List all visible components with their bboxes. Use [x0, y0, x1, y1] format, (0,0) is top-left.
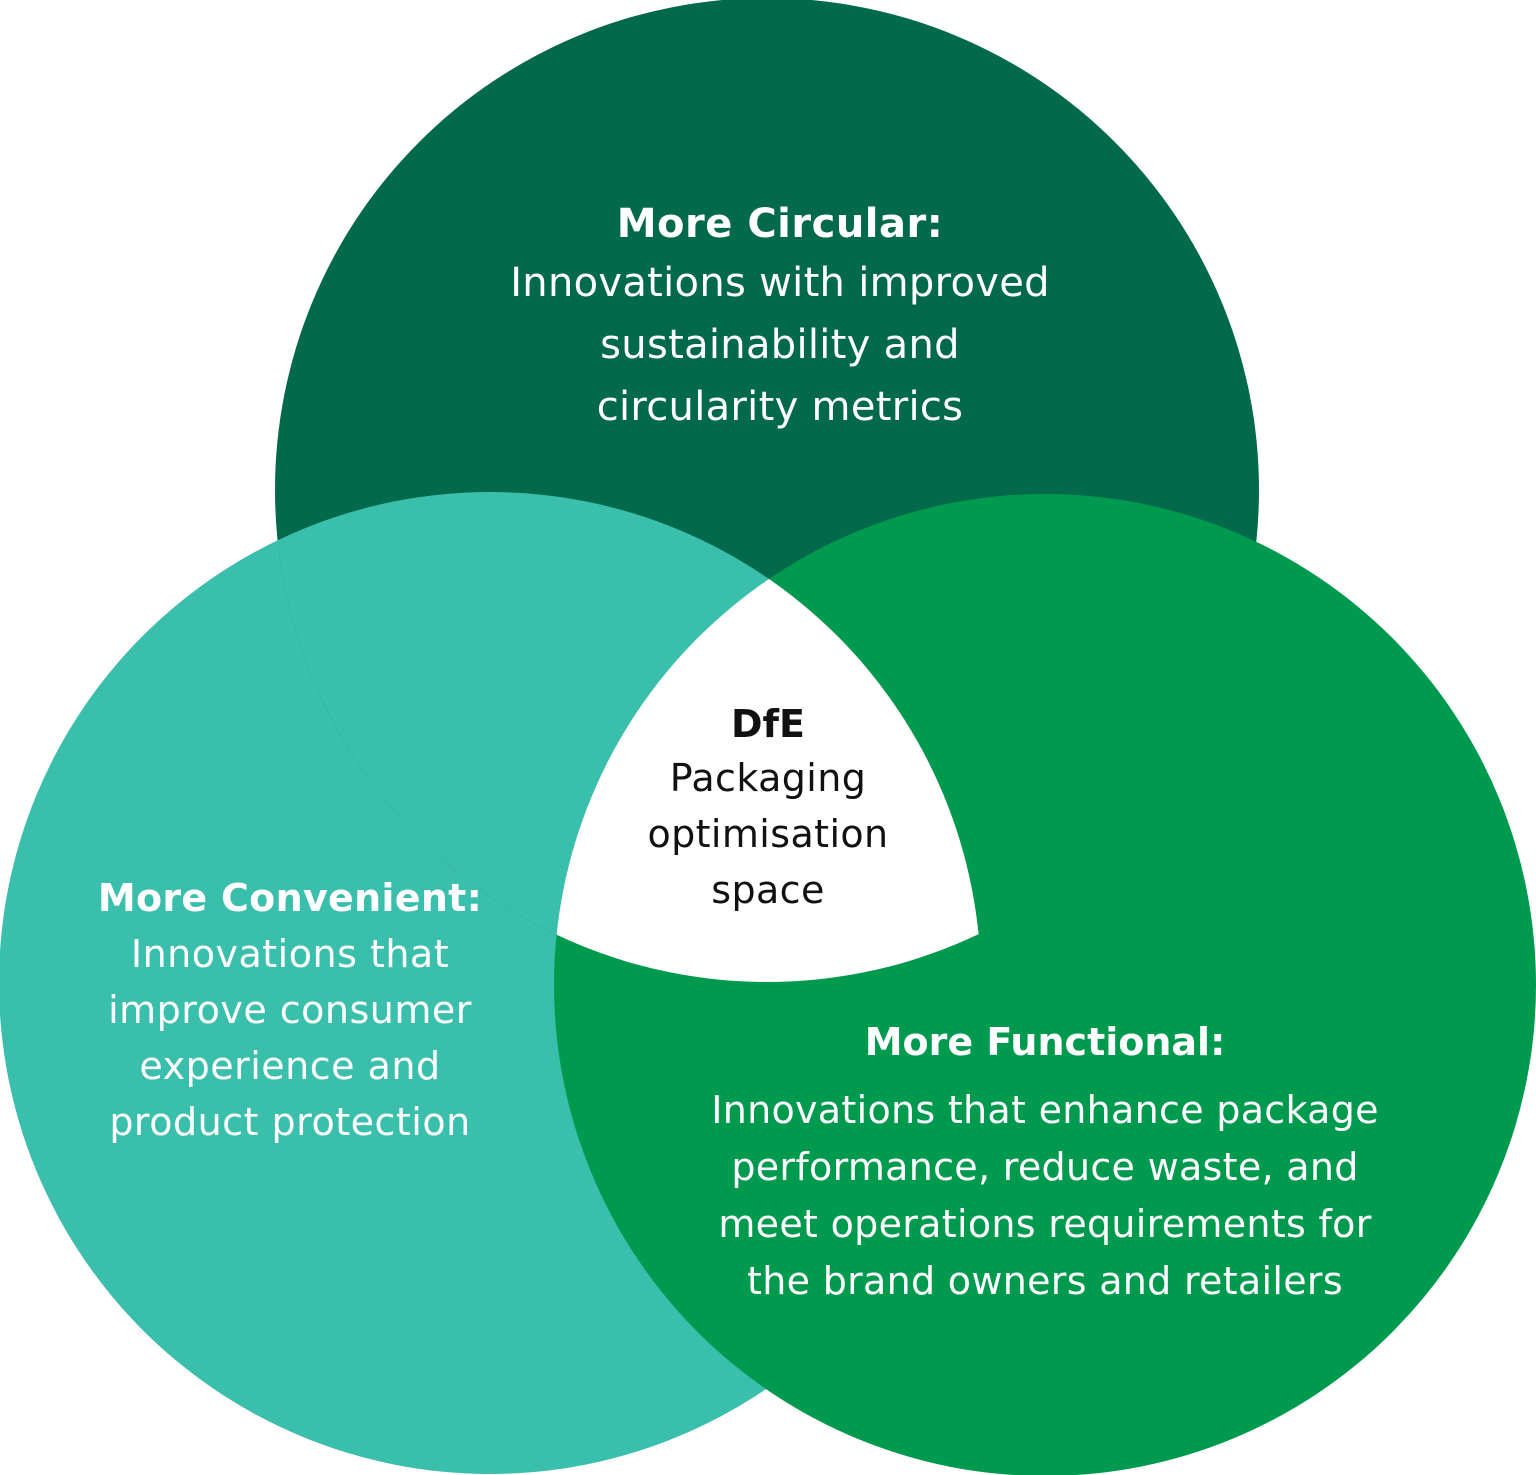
center-line: optimisation: [647, 812, 889, 856]
convenient-line: experience and: [139, 1044, 441, 1088]
label-more-circular: More Circular: Innovations with improved…: [430, 196, 1130, 438]
convenient-line: Innovations that: [130, 932, 450, 976]
convenient-title: More Convenient:: [97, 876, 483, 920]
functional-line: the brand owners and retailers: [747, 1259, 1343, 1303]
circular-line: sustainability and: [600, 322, 960, 368]
convenient-line: improve consumer: [108, 988, 472, 1032]
functional-line: Innovations that enhance package: [711, 1088, 1379, 1132]
label-dfe-center: DfE Packaging optimisation space: [600, 698, 936, 918]
label-more-functional: More Functional: Innovations that enhanc…: [620, 1014, 1470, 1310]
circular-title: More Circular:: [616, 201, 944, 247]
center-line: Packaging: [669, 756, 867, 800]
functional-line: meet operations requirements for: [718, 1202, 1372, 1246]
center-line: space: [711, 868, 825, 912]
circular-line: circularity metrics: [596, 384, 964, 430]
functional-line: performance, reduce waste, and: [731, 1145, 1359, 1189]
convenient-line: product protection: [109, 1100, 471, 1144]
label-more-convenient: More Convenient: Innovations that improv…: [40, 870, 540, 1150]
center-intersection: [554, 494, 981, 982]
center-title: DfE: [730, 702, 806, 746]
functional-title: More Functional:: [864, 1020, 1226, 1064]
circular-line: Innovations with improved: [510, 260, 1050, 306]
